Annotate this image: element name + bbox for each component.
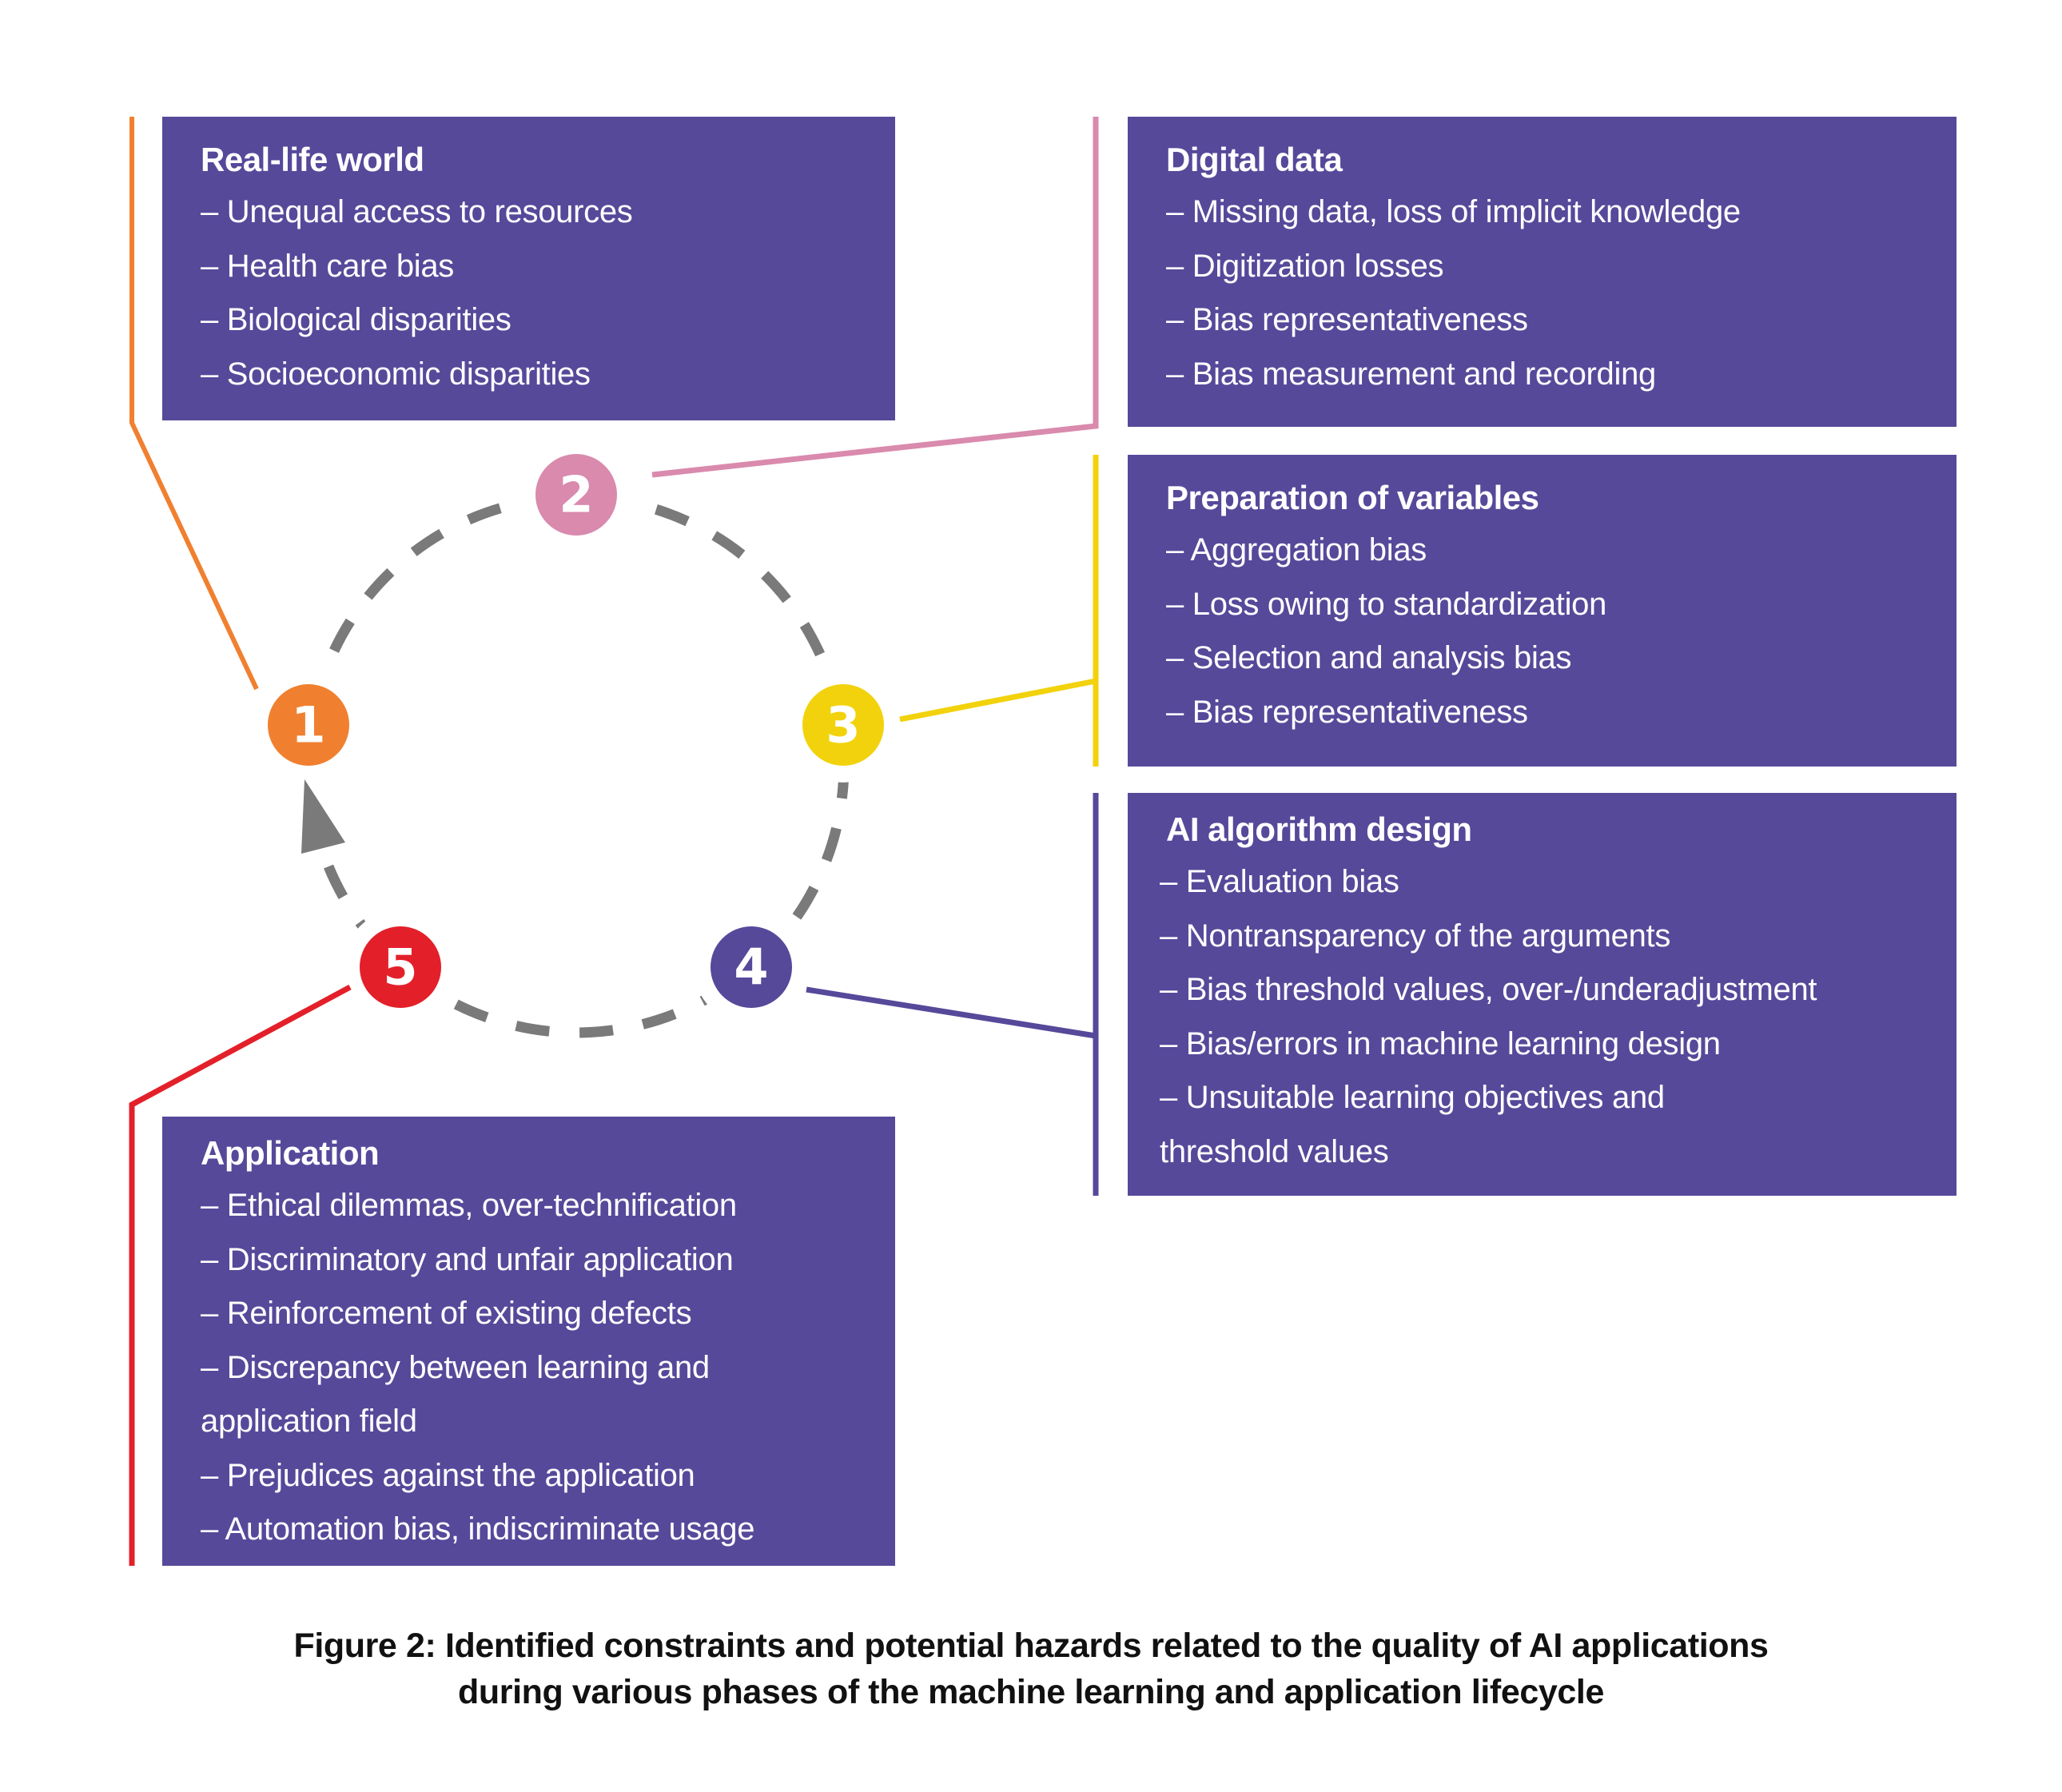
list-item: – Nontransparency of the arguments	[1160, 918, 1671, 954]
list-item: – Bias representativeness	[1166, 302, 1528, 337]
list-item: – Reinforcement of existing defects	[201, 1296, 692, 1331]
list-item: – Bias/errors in machine learning design	[1160, 1025, 1721, 1061]
phase-node-3: 3	[802, 684, 884, 766]
list-item: – Digitization losses	[1166, 248, 1444, 284]
phase-items: – Missing data, loss of implicit knowled…	[1166, 185, 1925, 401]
list-item: – Loss owing to standardization	[1166, 586, 1607, 622]
list-item: – Automation bias, indiscriminate usage	[201, 1511, 755, 1547]
phase-title: Application	[201, 1134, 380, 1172]
list-item: – Prejudices against the application	[201, 1457, 695, 1493]
list-item: – Discriminatory and unfair application	[201, 1241, 734, 1277]
list-item: – Ethical dilemmas, over-technification	[201, 1188, 737, 1223]
phase-box-digital-data: Digital data – Missing data, loss of imp…	[1128, 117, 1957, 427]
phase-node-1: 1	[268, 684, 349, 766]
connector-3	[899, 678, 1097, 723]
phase-title: Preparation of variables	[1166, 479, 1539, 516]
list-item: – Missing data, loss of implicit knowled…	[1166, 194, 1741, 229]
phase-node-5: 5	[360, 926, 441, 1008]
list-item: – Aggregation bias	[1166, 532, 1427, 567]
phase-node-number: 5	[383, 938, 417, 997]
phase-items: – Aggregation bias – Loss owing to stand…	[1166, 524, 1925, 739]
list-item: – Unequal access to resources	[201, 194, 633, 229]
list-item: – Bias representativeness	[1166, 694, 1528, 730]
connector-1	[129, 117, 259, 691]
list-item: – Selection and analysis bias	[1166, 640, 1572, 675]
phase-node-number: 1	[291, 696, 325, 755]
phase-box-preparation-of-variables: Preparation of variables – Aggregation b…	[1128, 455, 1957, 767]
phase-items: – Unequal access to resources – Health c…	[201, 185, 863, 401]
phase-node-number: 4	[734, 938, 768, 997]
phase-box-ai-algorithm-design: AI algorithm design – Evaluation bias – …	[1128, 793, 1957, 1196]
phase-node-4: 4	[711, 926, 792, 1008]
cycle-arrow-icon	[301, 779, 345, 854]
list-item: – Socioeconomic disparities	[201, 356, 591, 392]
phase-node-number: 3	[826, 696, 860, 755]
phase-title: Digital data	[1166, 141, 1343, 178]
phase-items: – Evaluation bias – Nontransparency of t…	[1160, 855, 1817, 1179]
connector-2	[651, 117, 1099, 478]
caption-line-1: Figure 2: Identified constraints and pot…	[293, 1627, 1769, 1665]
phase-node-number: 2	[559, 466, 593, 524]
list-item: – Health care bias	[201, 248, 455, 284]
figure-caption: Figure 2: Identified constraints and pot…	[0, 1623, 2062, 1715]
phase-box-application: Application – Ethical dilemmas, over-tec…	[162, 1117, 895, 1566]
phase-box-real-life-world: Real-life world – Unequal access to reso…	[162, 117, 895, 420]
phase-items: – Ethical dilemmas, over-technification …	[201, 1179, 832, 1557]
list-item: – Biological disparities	[201, 302, 512, 337]
phase-title: Real-life world	[201, 141, 424, 178]
list-item: – Unsuitable learning objectives and thr…	[1160, 1080, 1665, 1169]
caption-line-2: during various phases of the machine lea…	[458, 1673, 1604, 1711]
phase-title: AI algorithm design	[1166, 810, 1472, 848]
list-item: – Bias measurement and recording	[1166, 356, 1656, 392]
connector-5	[129, 984, 352, 1566]
phase-node-2: 2	[535, 454, 617, 536]
connector-4	[806, 986, 1097, 1039]
list-item: – Evaluation bias	[1160, 864, 1399, 899]
list-item: – Bias threshold values, over-/underadju…	[1160, 972, 1817, 1007]
list-item: – Discrepancy between learning and appli…	[201, 1349, 710, 1440]
